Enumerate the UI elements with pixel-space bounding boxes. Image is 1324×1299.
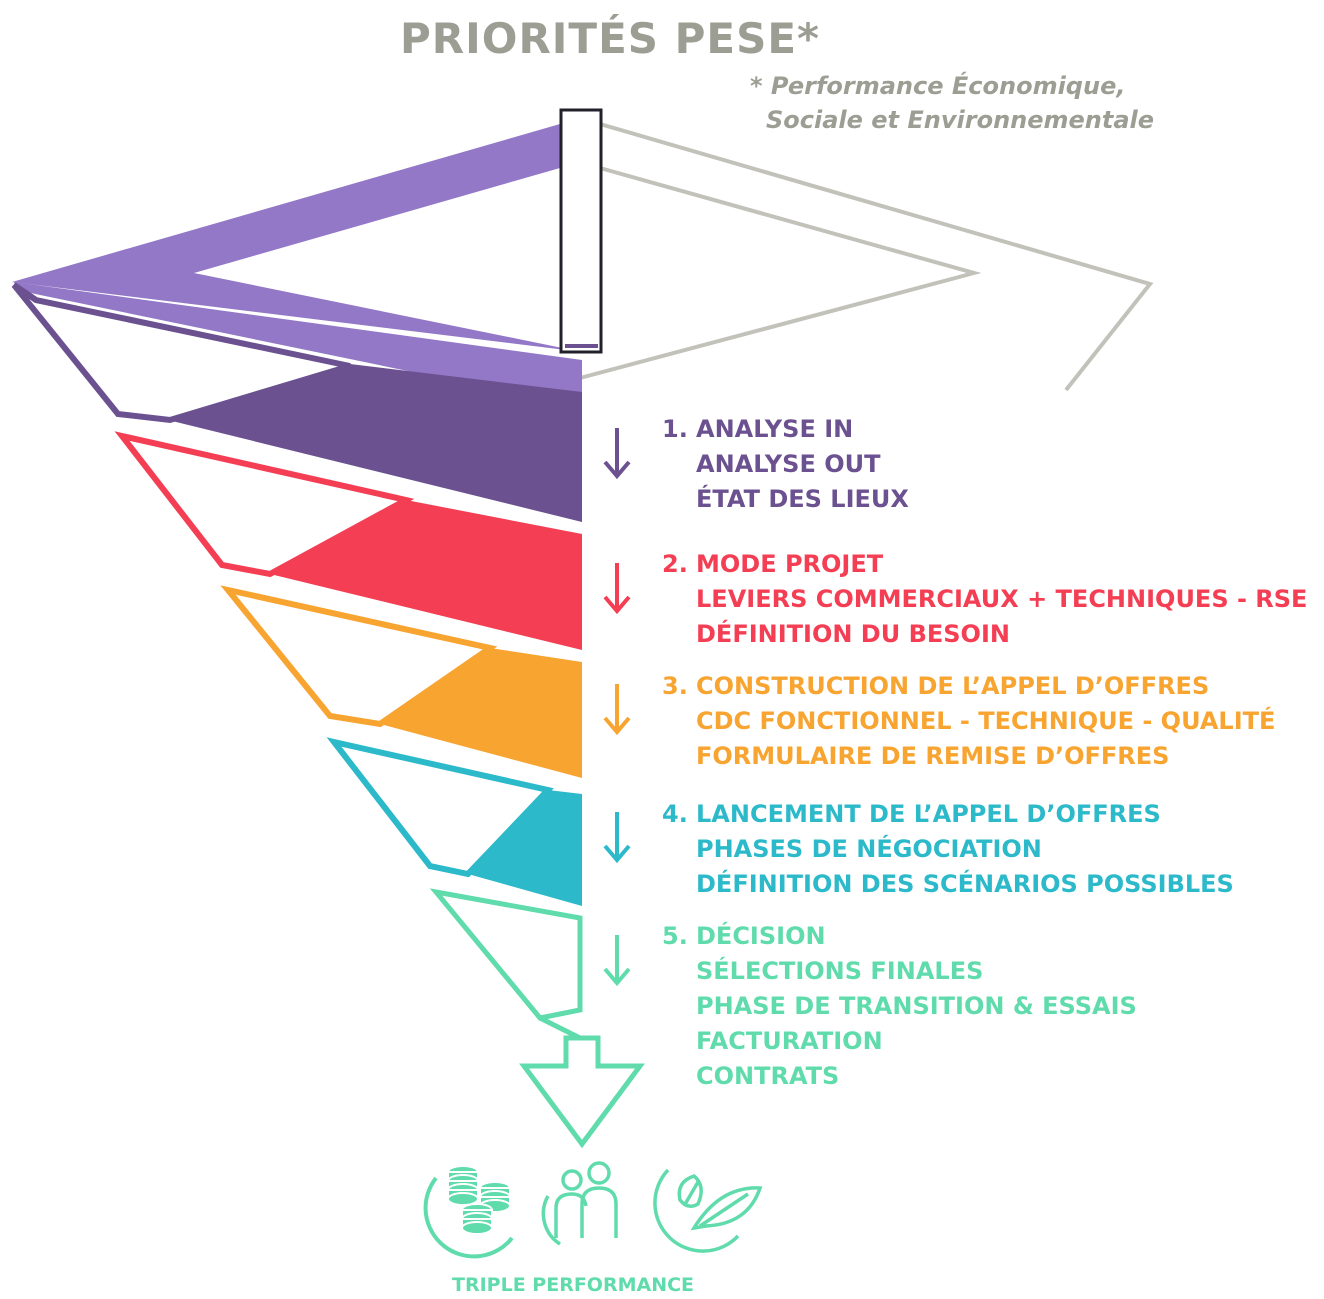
- step-arrow-4: [603, 812, 631, 864]
- step-1-line-2: ANALYSE OUT: [696, 450, 881, 478]
- step-arrow-5: [603, 935, 631, 987]
- funnel-layer-1: [11, 282, 582, 522]
- step-1-line-1: ANALYSE IN: [696, 415, 854, 443]
- step-4: 4. LANCEMENT DE L’APPEL D’OFFRES PHASES D…: [662, 797, 1234, 902]
- step-3-line-3: FORMULAIRE DE REMISE D’OFFRES: [696, 742, 1170, 770]
- step-5-line-3: PHASE DE TRANSITION & ESSAIS: [696, 992, 1137, 1020]
- step-3-number: 3.: [662, 672, 688, 700]
- step-arrow-3: [603, 684, 631, 736]
- step-2-line-1: MODE PROJET: [696, 550, 884, 578]
- leaf-icon: [653, 1168, 763, 1253]
- step-5: 5. DÉCISION SÉLECTIONS FINALES PHASE DE T…: [662, 919, 1137, 1094]
- title-footnote-line-2: Sociale et Environnementale: [766, 106, 1155, 134]
- step-2-line-2: LEVIERS COMMERCIAUX + TECHNIQUES - RSE: [696, 585, 1308, 613]
- step-4-line-2: PHASES DE NÉGOCIATION: [696, 835, 1042, 863]
- funnel-top-rim: [12, 124, 582, 407]
- step-2-number: 2.: [662, 550, 688, 578]
- step-arrow-1: [603, 428, 631, 480]
- step-3-line-1: CONSTRUCTION DE L’APPEL D’OFFRES: [696, 672, 1210, 700]
- step-arrow-2: [603, 563, 631, 615]
- funnel-layer-2: [114, 431, 582, 650]
- funnel-layer-4: [326, 737, 582, 906]
- step-4-line-3: DÉFINITION DES SCÉNARIOS POSSIBLES: [696, 870, 1234, 898]
- funnel-layer-5: [429, 888, 583, 1041]
- step-5-line-2: SÉLECTIONS FINALES: [696, 957, 984, 985]
- people-icon: [541, 1161, 618, 1246]
- step-5-line-1: DÉCISION: [696, 922, 826, 950]
- output-arrow: [519, 1035, 645, 1149]
- funnel-center-post: [559, 108, 603, 354]
- step-2: 2. MODE PROJET LEVIERS COMMERCIAUX + TECH…: [662, 547, 1307, 652]
- step-4-number: 4.: [662, 800, 688, 828]
- funnel-layer-3: [220, 585, 582, 778]
- step-1: 1. ANALYSE IN ANALYSE OUT ÉTAT DES LIEUX: [662, 412, 909, 517]
- step-5-line-5: CONTRATS: [696, 1062, 840, 1090]
- step-5-number: 5.: [662, 922, 688, 950]
- coins-icon: [423, 1165, 514, 1259]
- step-4-line-1: LANCEMENT DE L’APPEL D’OFFRES: [696, 800, 1161, 828]
- funnel-top-outline: [579, 122, 1154, 392]
- title-footnote-line-1: * Performance Économique,: [750, 72, 1126, 100]
- page-title: PRIORITÉS PESE*: [400, 14, 821, 63]
- step-1-number: 1.: [662, 415, 688, 443]
- step-1-line-3: ÉTAT DES LIEUX: [696, 485, 909, 513]
- step-3-line-2: CDC FONCTIONNEL - TECHNIQUE - QUALITÉ: [696, 707, 1276, 735]
- step-2-line-3: DÉFINITION DU BESOIN: [696, 620, 1010, 648]
- step-5-line-4: FACTURATION: [696, 1027, 883, 1055]
- triple-performance-label: TRIPLE PERFORMANCE: [452, 1274, 695, 1296]
- step-3: 3. CONSTRUCTION DE L’APPEL D’OFFRES CDC F…: [662, 669, 1275, 774]
- step-arrows: [603, 428, 631, 987]
